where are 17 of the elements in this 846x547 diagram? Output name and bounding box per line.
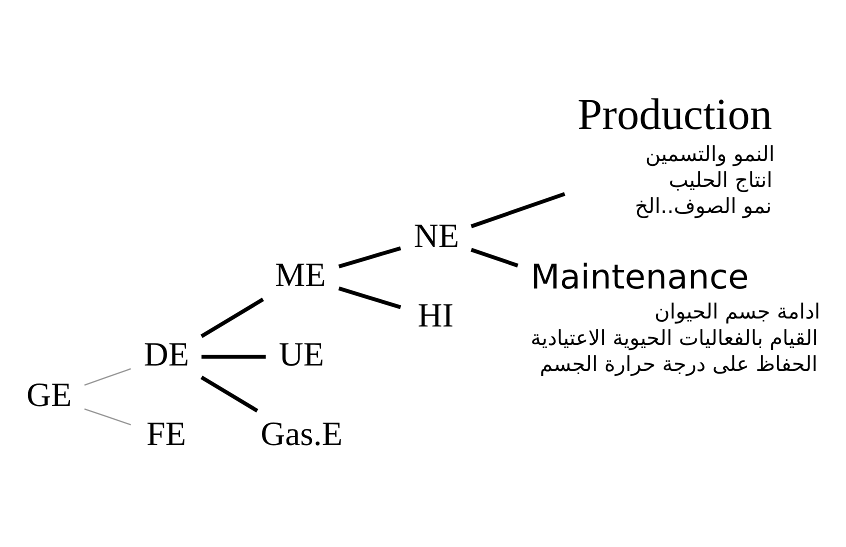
connector [470,192,566,228]
connector [84,408,131,425]
connector [338,246,402,268]
connector [338,286,402,309]
node-text: HI [418,297,454,334]
node-text: NE [414,218,460,255]
node-text: DE [144,336,190,374]
node-text: ME [274,256,326,294]
node-text: Gas.E [260,416,343,453]
connector [200,297,264,338]
connector [84,368,131,386]
connector [200,375,258,412]
node-text: FE [146,416,186,453]
node-text: GE [26,376,72,414]
node-text: UE [278,336,324,374]
connector [202,354,266,358]
connector [470,247,518,267]
